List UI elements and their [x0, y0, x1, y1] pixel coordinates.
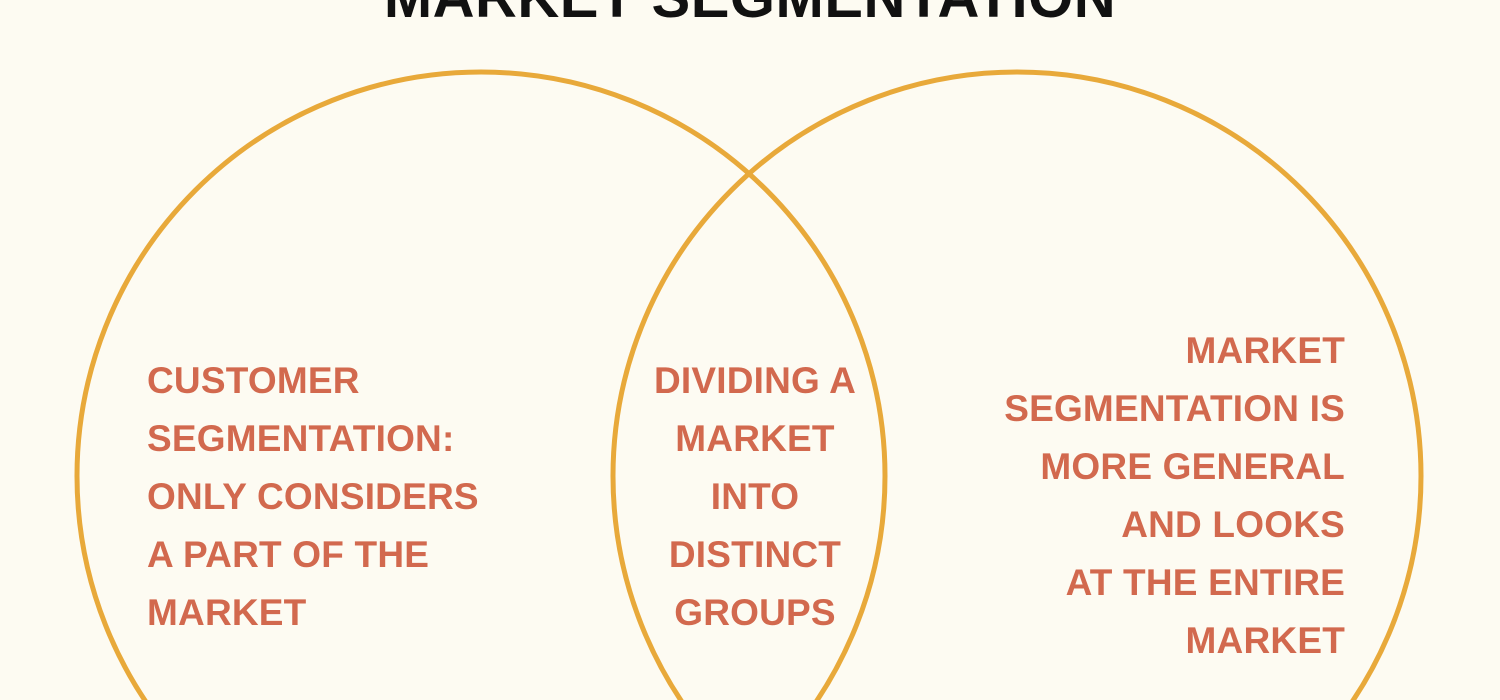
- right-circle: [610, 69, 1424, 700]
- text-line: SEGMENTATION:: [147, 418, 455, 459]
- center-region-text: DIVIDING A MARKET INTO DISTINCT GROUPS: [620, 352, 890, 642]
- left-circle: [74, 69, 888, 700]
- text-line: CUSTOMER: [147, 360, 360, 401]
- text-line: A PART OF THE: [147, 534, 430, 575]
- text-line: DIVIDING A: [653, 360, 857, 401]
- text-line: AT THE ENTIRE: [1065, 562, 1345, 603]
- text-line: SEGMENTATION IS: [1004, 388, 1345, 429]
- text-line: MARKET: [147, 592, 307, 633]
- text-line: DISTINCT: [668, 534, 842, 575]
- text-line: GROUPS: [674, 592, 836, 633]
- text-line: MARKET: [1185, 330, 1345, 371]
- text-line: MARKET: [675, 418, 835, 459]
- text-line: MORE GENERAL: [1040, 446, 1345, 487]
- right-region-text: MARKET SEGMENTATION IS MORE GENERAL AND LOO…: [945, 322, 1345, 670]
- text-line: MARKET: [1185, 620, 1345, 661]
- page-title: MARKET SEGMENTATION: [0, 0, 1500, 30]
- text-line: AND LOOKS: [1121, 504, 1345, 545]
- left-region-text: CUSTOMER SEGMENTATION: ONLY CONSIDERS A PAR…: [147, 352, 547, 642]
- text-line: ONLY CONSIDERS: [147, 476, 479, 517]
- text-line: INTO: [710, 476, 800, 517]
